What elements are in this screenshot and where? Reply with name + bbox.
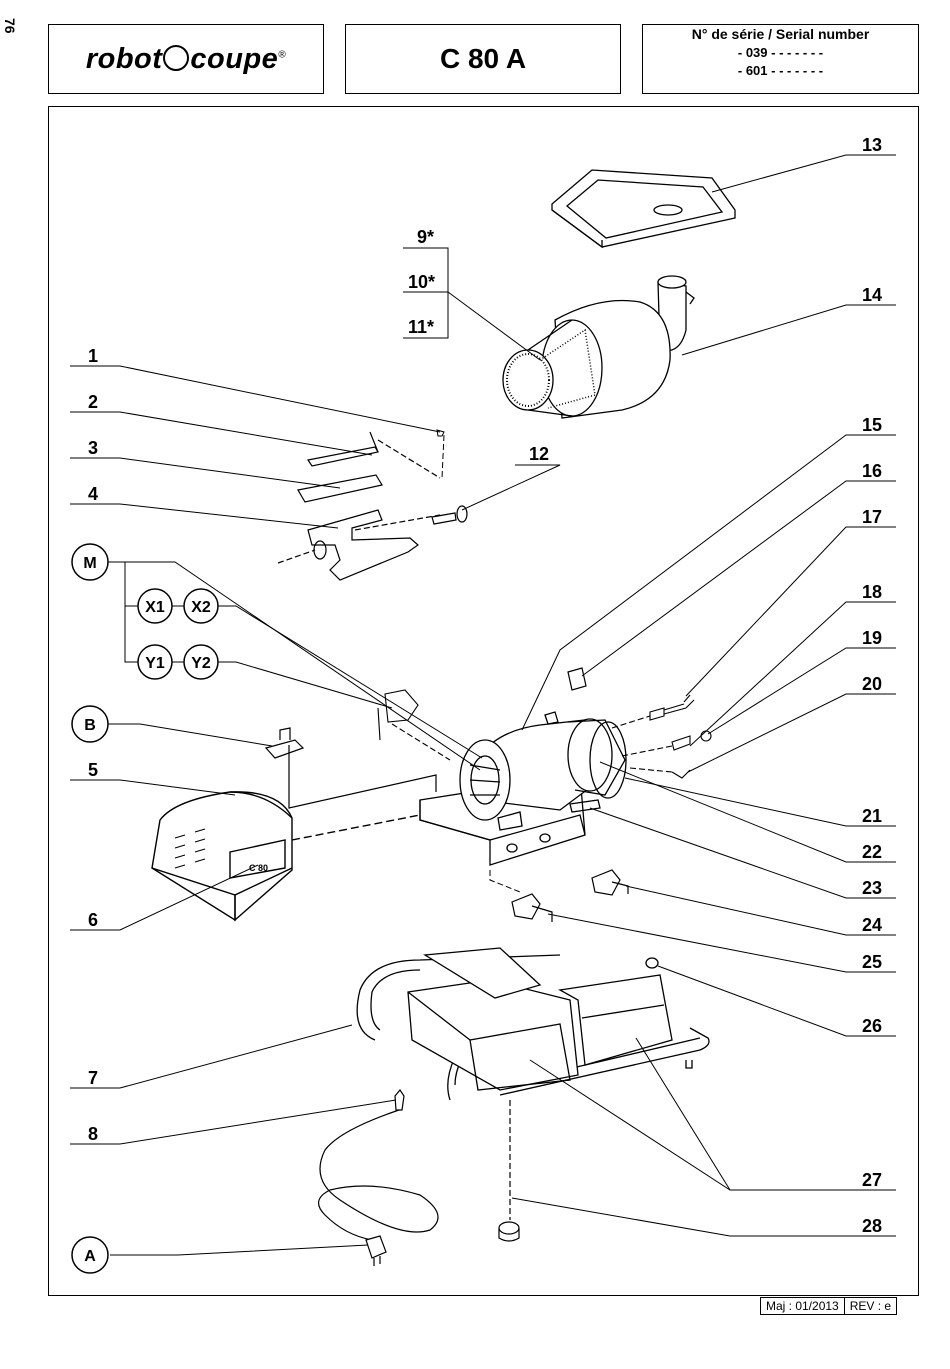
label-26: 26 [862, 1016, 882, 1036]
circle-label-b: B [84, 717, 96, 734]
label-27: 27 [862, 1170, 882, 1190]
label-25: 25 [862, 952, 882, 972]
circle-label-m: M [83, 555, 96, 572]
label-10: 10* [408, 272, 435, 292]
plate-15-drawing [568, 668, 586, 690]
connector-25-drawing [512, 894, 552, 922]
label-19: 19 [862, 628, 882, 648]
power-cord-drawing [319, 1090, 438, 1266]
circle-label-x1: X1 [145, 599, 165, 616]
label-21: 21 [862, 806, 882, 826]
label-12: 12 [529, 444, 549, 464]
label-14: 14 [862, 285, 882, 305]
revision-footer: Maj : 01/2013 REV : e [760, 1297, 897, 1315]
small-parts-drawing [612, 695, 711, 778]
label-11: 11* [408, 317, 434, 337]
connector-24-drawing [592, 870, 628, 895]
label-16: 16 [862, 461, 882, 481]
circle-label-y2: Y2 [191, 655, 211, 672]
label-24: 24 [862, 915, 882, 935]
revision-code: REV : e [844, 1298, 896, 1314]
circle-label-x2: X2 [191, 599, 211, 616]
label-23: 23 [862, 878, 882, 898]
label-2: 2 [88, 392, 98, 412]
cutting-tool-drawing [278, 510, 440, 580]
mincer-body-drawing [503, 276, 694, 418]
pin-drawing [437, 430, 444, 478]
label-circles [72, 544, 218, 1273]
label-13: 13 [862, 135, 882, 155]
blade-drawing [308, 432, 440, 478]
maj-date: Maj : 01/2013 [761, 1298, 844, 1314]
motor-assembly-drawing [420, 712, 626, 865]
blade-2-drawing [298, 475, 382, 502]
cover-drawing [152, 792, 420, 920]
label-8: 8 [88, 1124, 98, 1144]
label-22: 22 [862, 842, 882, 862]
frame-and-tubs-drawing [357, 948, 709, 1100]
label-17: 17 [862, 507, 882, 527]
label-7: 7 [88, 1068, 98, 1088]
label-18: 18 [862, 582, 882, 602]
label-28: 28 [862, 1216, 882, 1236]
label-5: 5 [88, 760, 98, 780]
circle-label-y1: Y1 [145, 655, 165, 672]
foot-drawing [499, 1100, 519, 1241]
label-4: 4 [88, 484, 98, 504]
label-15: 15 [862, 415, 882, 435]
switch-b-drawing [266, 728, 436, 808]
label-6: 6 [88, 910, 98, 930]
hopper-tray-drawing [552, 170, 735, 247]
wire-drawing [490, 870, 520, 892]
label-3: 3 [88, 438, 98, 458]
label-20: 20 [862, 674, 882, 694]
label-9: 9* [417, 227, 434, 247]
circle-label-a: A [84, 1248, 96, 1265]
label-1: 1 [88, 346, 98, 366]
cover-plate-text: C 80 [249, 863, 268, 873]
